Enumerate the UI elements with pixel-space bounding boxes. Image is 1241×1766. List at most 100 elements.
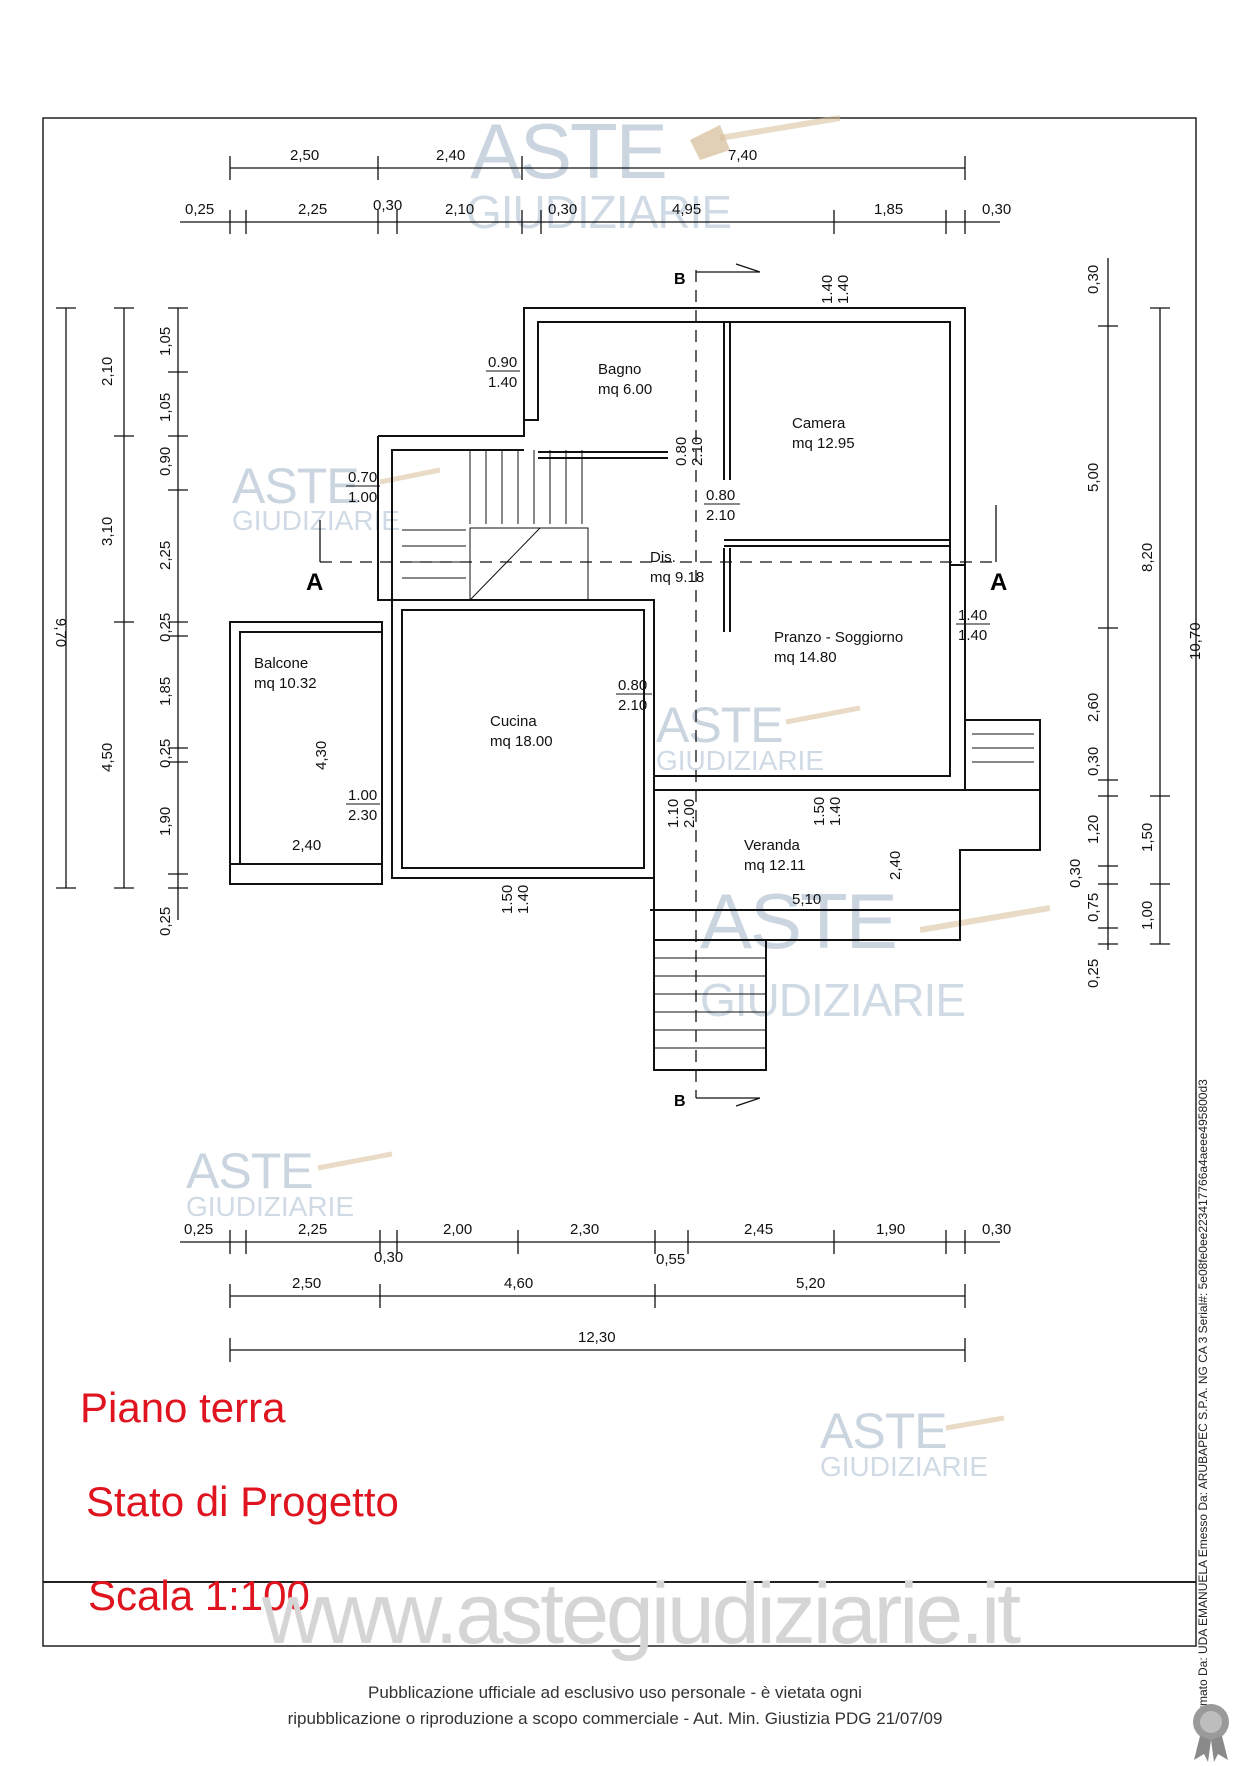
left-dimension-lines <box>56 307 188 920</box>
svg-text:1.10: 1.10 <box>665 799 682 828</box>
svg-text:0.80: 0.80 <box>673 437 690 466</box>
svg-text:Cucina: Cucina <box>490 713 537 730</box>
certificate-seal-icon <box>1193 1704 1229 1762</box>
svg-text:ASTE: ASTE <box>186 1143 313 1199</box>
dim-veranda-height: 2,40 <box>887 851 904 880</box>
dim-bot1-d: 2,00 <box>443 1221 472 1238</box>
svg-text:0.80: 0.80 <box>618 677 647 694</box>
svg-text:GIUDIZIARIE: GIUDIZIARIE <box>820 1451 988 1482</box>
svg-text:mq 9.18: mq 9.18 <box>650 569 704 586</box>
opening-camera-door: 0.80 2.10 <box>704 487 740 524</box>
dim-bot1-a: 0,25 <box>184 1221 213 1238</box>
room-pranzo-soggiorno: Pranzo - Soggiorno mq 14.80 <box>774 629 903 666</box>
building-walls <box>229 307 1041 1071</box>
aste-watermark-right: ASTE GIUDIZIARIE <box>700 877 1051 1026</box>
svg-text:1.40: 1.40 <box>515 885 532 914</box>
bottom-dimension-chain-3 <box>229 1338 966 1362</box>
room-disimpegno: Dis. mq 9.18 <box>650 549 704 586</box>
dim-bot1-c: 0,30 <box>374 1249 403 1266</box>
room-balcone: Balcone mq 10.32 <box>254 655 317 692</box>
section-arrows <box>319 263 997 1107</box>
opening-pranzo-veranda-window: 1.50 1.40 <box>811 797 844 826</box>
svg-text:1.40: 1.40 <box>488 374 517 391</box>
dim-right-mid-b: 1,50 <box>1139 823 1156 852</box>
dim-top2-c: 0,30 <box>373 197 402 214</box>
svg-text:ASTE: ASTE <box>820 1403 947 1459</box>
svg-text:mq 12.95: mq 12.95 <box>792 435 855 452</box>
svg-text:ASTE: ASTE <box>232 458 359 514</box>
room-cucina: Cucina mq 18.00 <box>490 713 553 750</box>
aste-watermark-lower-right: ASTE GIUDIZIARIE <box>820 1403 1005 1482</box>
svg-text:1.50: 1.50 <box>499 885 516 914</box>
title-stato-di-progetto: Stato di Progetto <box>86 1478 399 1525</box>
dim-veranda-width: 5,10 <box>792 891 821 908</box>
dim-left-mid-a: 2,10 <box>99 357 116 386</box>
opening-cucina-door: 0.80 2.10 <box>616 677 652 714</box>
dim-top2-b: 2,25 <box>298 201 327 218</box>
svg-text:Veranda: Veranda <box>744 837 801 854</box>
opening-pranzo-window: 1.40 1.40 <box>956 607 990 644</box>
dim-bot3-total: 12,30 <box>578 1329 616 1346</box>
title-piano-terra: Piano terra <box>80 1384 286 1431</box>
dim-left-inner-e: 0,25 <box>157 613 174 642</box>
dim-right-inner-c: 2,60 <box>1085 693 1102 722</box>
opening-balcone-door: 1.00 2.30 <box>346 787 380 824</box>
svg-text:GIUDIZIARIE: GIUDIZIARIE <box>700 974 965 1026</box>
svg-text:Dis.: Dis. <box>650 549 676 566</box>
entrance-staircase <box>654 733 1034 1049</box>
svg-text:GIUDIZIARIE: GIUDIZIARIE <box>656 745 824 776</box>
dim-bot1-f: 0,55 <box>656 1251 685 1268</box>
dim-top1-c: 7,40 <box>728 147 757 164</box>
svg-text:1.40: 1.40 <box>958 627 987 644</box>
room-bagno: Bagno mq 6.00 <box>598 361 652 398</box>
dim-left-inner-g: 0,25 <box>157 739 174 768</box>
footer-line-1: Pubblicazione ufficiale ad esclusivo uso… <box>368 1683 862 1702</box>
dim-right-inner-h: 0,25 <box>1085 959 1102 988</box>
dim-right-outer: 10,70 <box>1187 622 1204 660</box>
svg-text:Bagno: Bagno <box>598 361 641 378</box>
dim-top1-a: 2,50 <box>290 147 319 164</box>
dim-left-outer: 9,70 <box>52 618 69 647</box>
svg-text:2.10: 2.10 <box>706 507 735 524</box>
dim-right-inner-g: 0,75 <box>1085 893 1102 922</box>
svg-text:Balcone: Balcone <box>254 655 308 672</box>
svg-text:0.70: 0.70 <box>348 469 377 486</box>
svg-text:GIUDIZIARIE: GIUDIZIARIE <box>466 186 731 238</box>
dim-top2-a: 0,25 <box>185 201 214 218</box>
svg-text:1.40: 1.40 <box>827 797 844 826</box>
dim-left-inner-d: 2,25 <box>157 541 174 570</box>
aste-watermark-center: ASTE GIUDIZIARIE <box>656 697 861 776</box>
dim-right-inner-a: 0,30 <box>1085 265 1102 294</box>
dim-bot1-h: 1,90 <box>876 1221 905 1238</box>
svg-text:2.10: 2.10 <box>689 437 706 466</box>
svg-text:mq 12.11: mq 12.11 <box>744 857 805 874</box>
svg-text:1.00: 1.00 <box>348 787 377 804</box>
section-mark-a-right: A <box>990 569 1007 596</box>
room-camera: Camera mq 12.95 <box>792 415 855 452</box>
svg-text:mq 10.32: mq 10.32 <box>254 675 317 692</box>
svg-text:0.90: 0.90 <box>488 354 517 371</box>
dim-bot1-i: 0,30 <box>982 1221 1011 1238</box>
dim-top2-f: 4,95 <box>672 201 701 218</box>
dim-left-inner-b: 1,05 <box>157 393 174 422</box>
svg-text:mq 14.80: mq 14.80 <box>774 649 837 666</box>
dim-top2-e: 0,30 <box>548 201 577 218</box>
footer-line-2: ripubblicazione o riproduzione a scopo c… <box>287 1709 943 1728</box>
svg-text:2.30: 2.30 <box>348 807 377 824</box>
opening-bagno-window: 0.90 1.40 <box>486 354 520 391</box>
dim-top1-b: 2,40 <box>436 147 465 164</box>
top-dimension-chain-1 <box>229 156 966 180</box>
dim-bot2-c: 5,20 <box>796 1275 825 1292</box>
dim-left-inner-f: 1,85 <box>157 677 174 706</box>
section-lines <box>320 270 996 1098</box>
bottom-dimension-chain-2 <box>229 1284 966 1308</box>
dim-right-mid-a: 8,20 <box>1139 543 1156 572</box>
svg-text:1.50: 1.50 <box>811 797 828 826</box>
opening-bagno-door: 0.80 2.10 <box>673 437 706 466</box>
svg-text:Camera: Camera <box>792 415 846 432</box>
opening-cucina-window: 1.50 1.40 <box>499 885 532 914</box>
dim-balcone-height: 4,30 <box>313 741 330 770</box>
svg-text:1.40: 1.40 <box>819 275 836 304</box>
section-mark-b-bottom: B <box>674 1093 686 1110</box>
